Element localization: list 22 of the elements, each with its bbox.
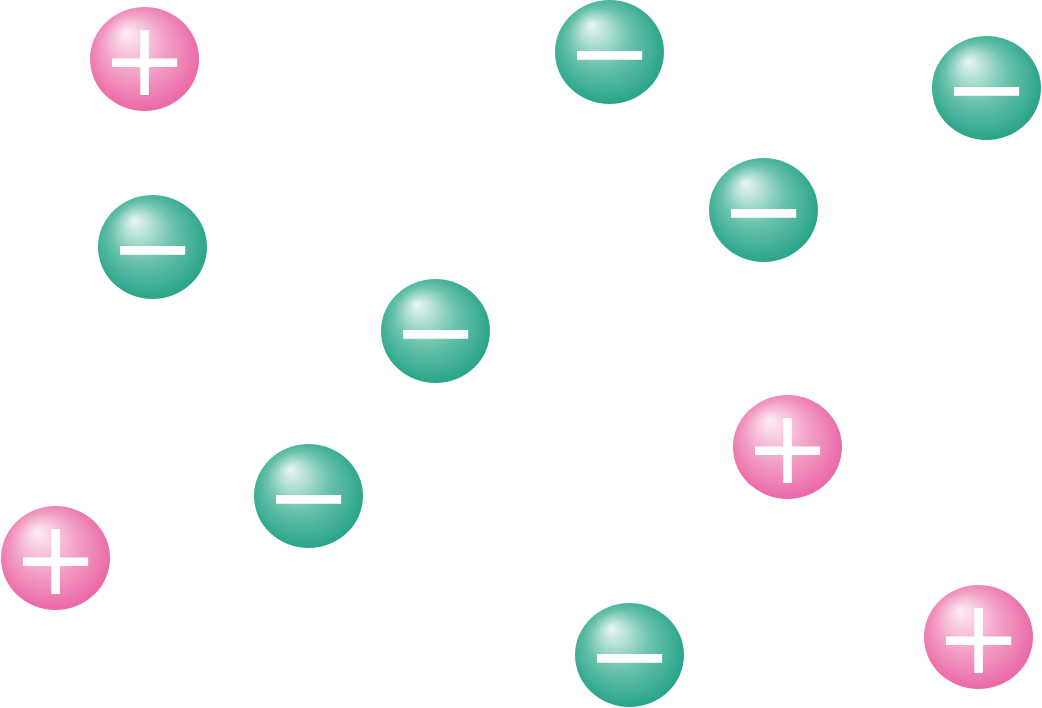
charge-sphere	[575, 603, 684, 707]
charge-sphere	[98, 195, 207, 299]
charge-sign: −	[391, 279, 480, 383]
charge-sign: −	[264, 444, 353, 548]
charge-sign: −	[565, 0, 654, 104]
charge-sphere	[932, 36, 1041, 140]
charge-sphere	[381, 279, 490, 383]
charge-sphere	[733, 395, 842, 499]
charge-sphere	[254, 444, 363, 548]
charge-sign: −	[942, 36, 1031, 140]
charge-sphere	[709, 158, 818, 262]
charge-sphere	[1, 506, 110, 610]
charge-sign: −	[719, 158, 808, 262]
charge-sign: −	[108, 195, 197, 299]
charge-sign: +	[100, 7, 189, 111]
charge-sign: −	[585, 603, 674, 707]
charge-sphere	[924, 585, 1033, 689]
charge-sign: +	[934, 585, 1023, 689]
charge-sphere	[90, 7, 199, 111]
charge-sign: +	[11, 506, 100, 610]
charge-sphere	[555, 0, 664, 104]
charge-sign: +	[743, 395, 832, 499]
